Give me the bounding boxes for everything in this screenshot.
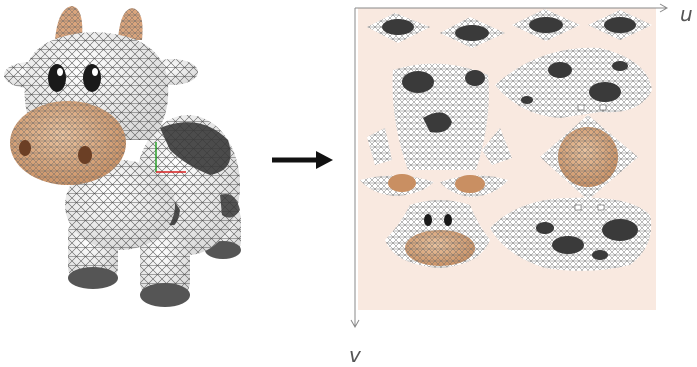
cow-nostril bbox=[19, 140, 31, 156]
cow-left-eye bbox=[48, 64, 66, 92]
cow-3d-model bbox=[4, 6, 241, 307]
uv-chest-patch bbox=[393, 64, 489, 170]
uv-texture-atlas: u v bbox=[349, 2, 693, 367]
right-arrow-icon bbox=[272, 151, 333, 169]
v-axis-label: v bbox=[349, 343, 362, 367]
cow-right-eye bbox=[83, 64, 101, 92]
u-axis-label: u bbox=[680, 2, 693, 26]
cow-nostril bbox=[78, 146, 92, 164]
